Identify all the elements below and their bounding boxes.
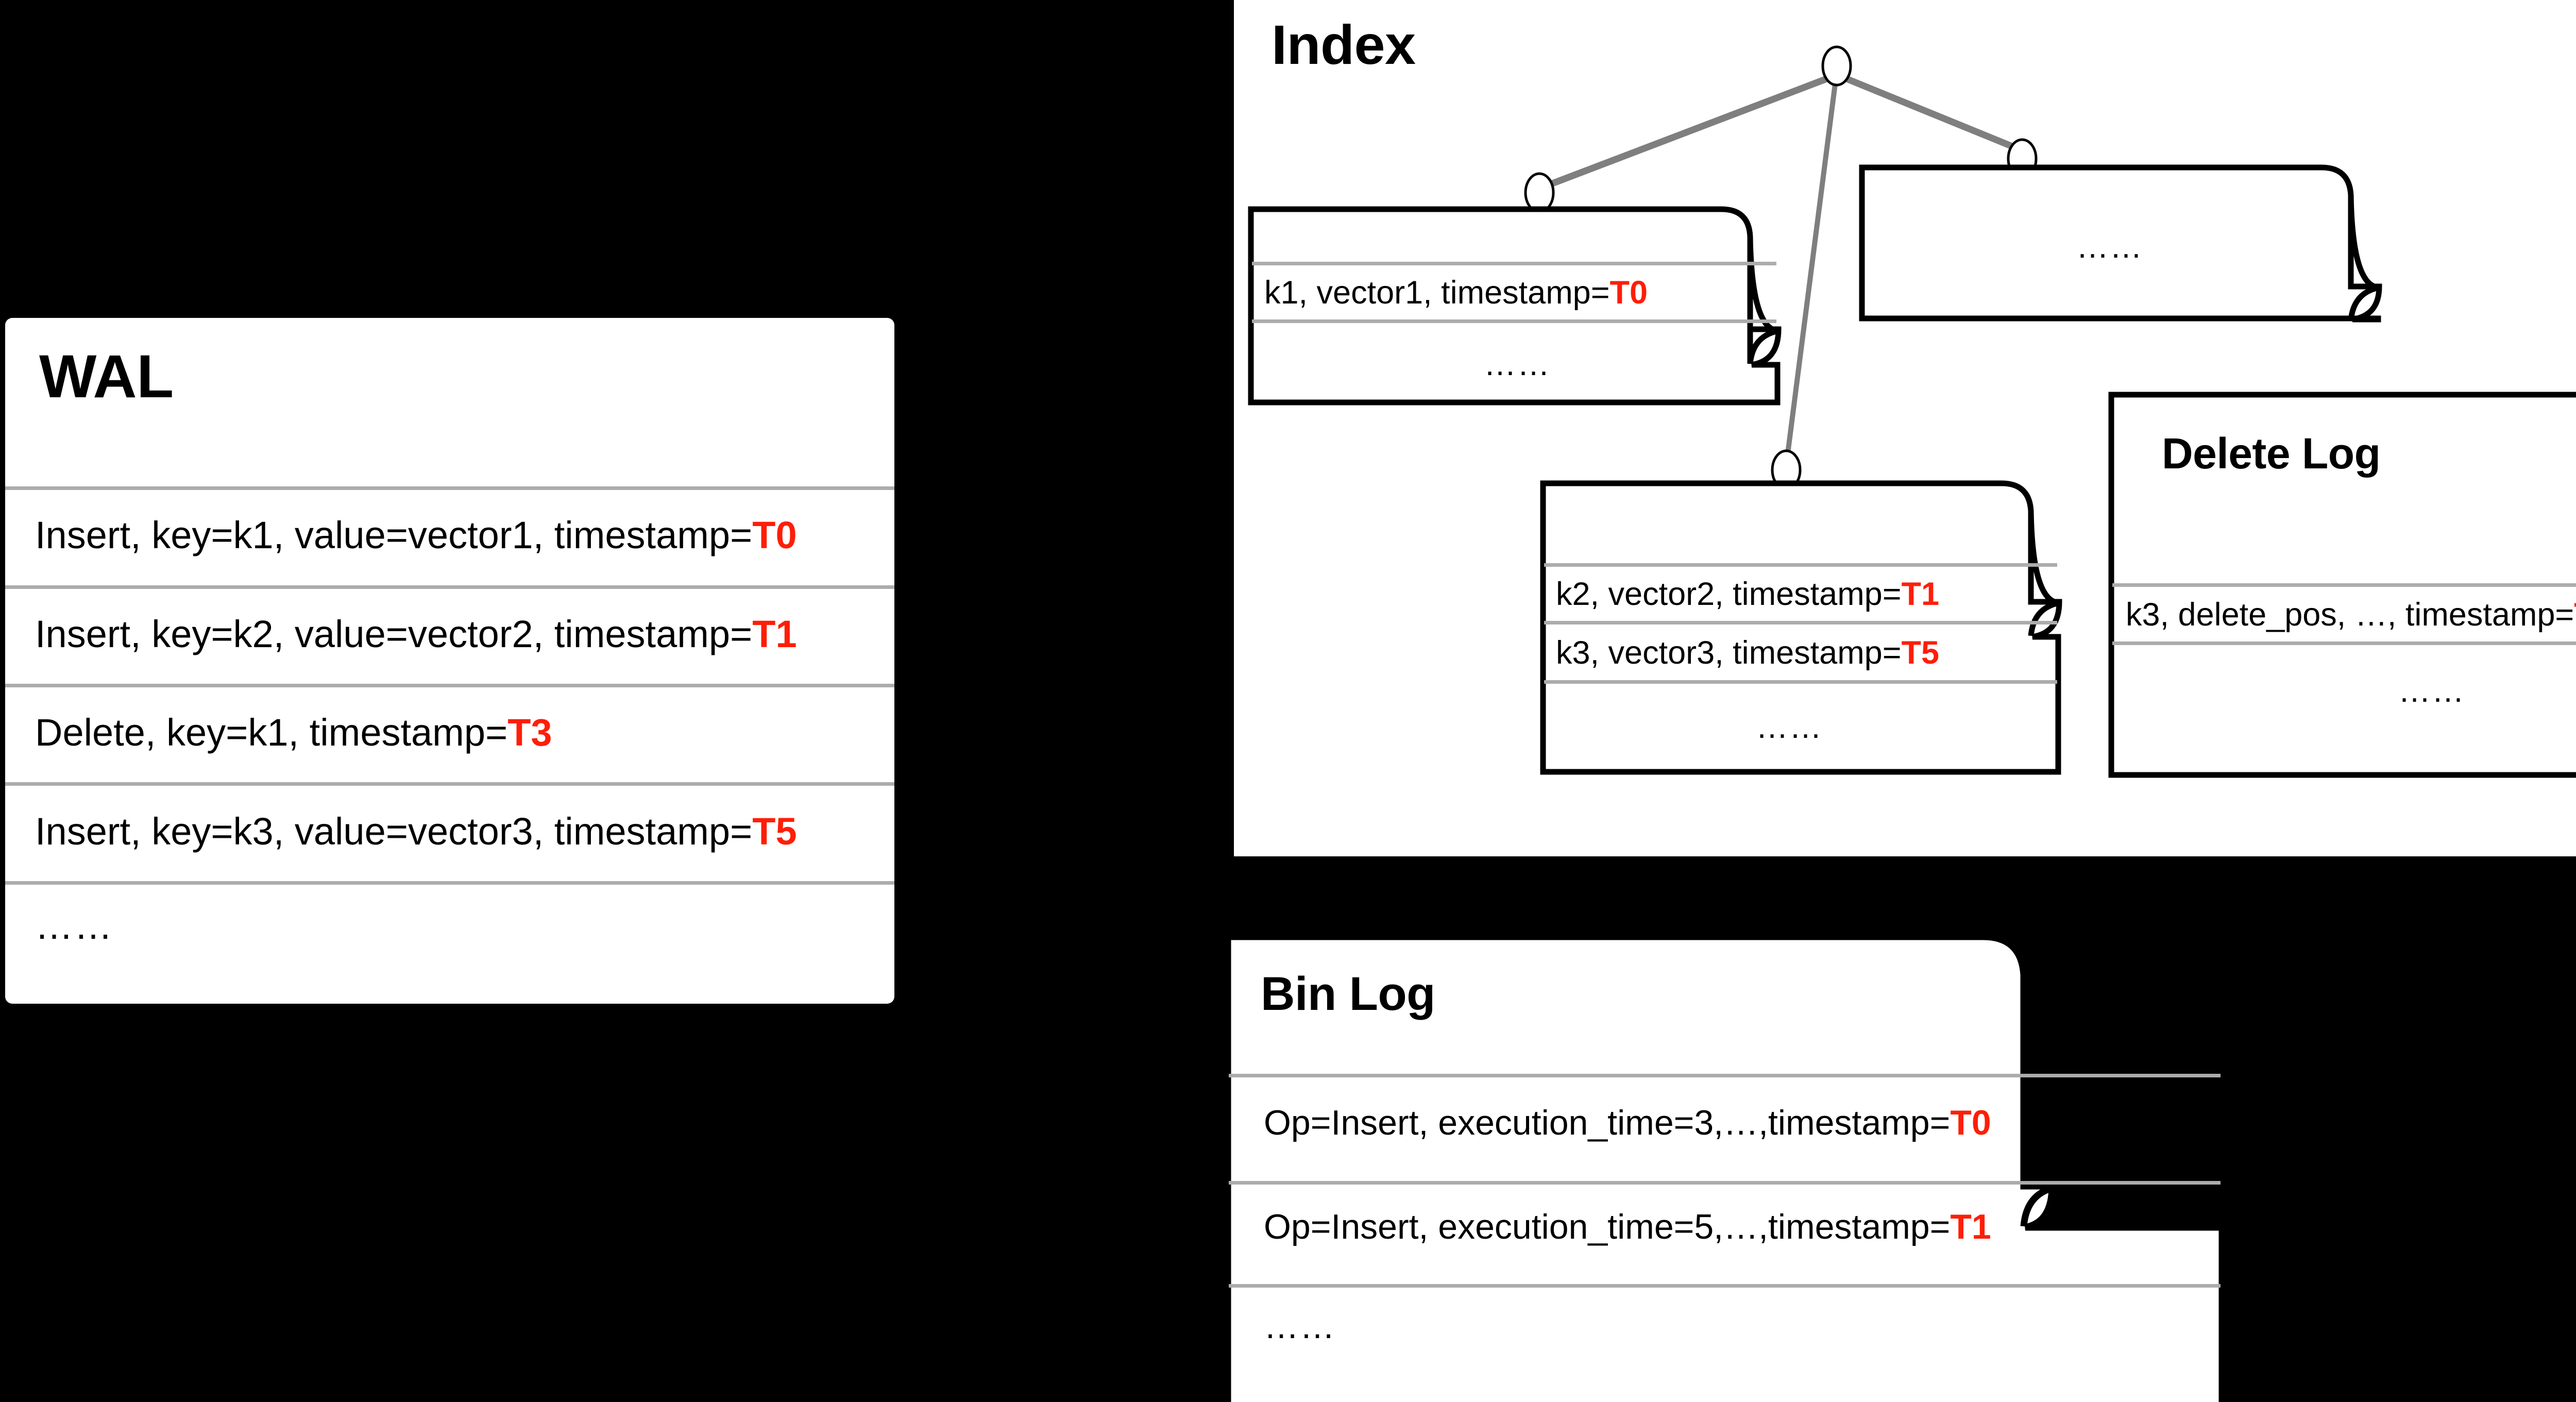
wal-row-text: Insert, key=k1, value=vector1, timestamp… bbox=[35, 514, 753, 556]
leaf-k2k3-row: k3, vector3, timestamp=T5 bbox=[1556, 637, 1939, 669]
wal-row-timestamp: T1 bbox=[752, 613, 797, 655]
wal-row-timestamp: T5 bbox=[752, 810, 797, 853]
bin-log-title: Bin Log bbox=[1261, 968, 1435, 1020]
delete-log-title: Delete Log bbox=[2162, 429, 2381, 478]
leaf-k2k3-divider-2 bbox=[1544, 621, 2057, 624]
leaf-k2k3-row: k2, vector2, timestamp=T1 bbox=[1556, 578, 1939, 611]
leaf-k1-ellipsis: …… bbox=[1484, 346, 1551, 382]
wal-divider-2 bbox=[5, 585, 894, 589]
bin-log-divider-1 bbox=[1229, 1074, 2221, 1077]
delete-log-row-timestamp: T3 bbox=[2574, 597, 2576, 633]
leaf-k1-divider-2 bbox=[1252, 319, 1776, 323]
bin-log-row: Op=Insert, execution_time=3,…,timestamp=… bbox=[1264, 1105, 1991, 1140]
bin-log-row-timestamp: T1 bbox=[1950, 1207, 1991, 1246]
delete-log-divider-1 bbox=[2112, 583, 2576, 587]
index-title: Index bbox=[1272, 13, 1416, 76]
leaf-k1-row: k1, vector1, timestamp=T0 bbox=[1264, 277, 1648, 309]
document-fold-sweep bbox=[2052, 1185, 2224, 1230]
delete-log-row: k3, delete_pos, …, timestamp=T3 bbox=[2126, 599, 2576, 631]
leaf-right-ellipsis: …… bbox=[2076, 229, 2143, 265]
wal-row-text: Insert, key=k3, value=vector3, timestamp… bbox=[35, 810, 753, 853]
wal-row: Insert, key=k1, value=vector1, timestamp… bbox=[35, 516, 797, 554]
wal-row-timestamp: T0 bbox=[752, 514, 797, 556]
delete-log-ellipsis: …… bbox=[2398, 673, 2465, 709]
leaf-k2k3-row-timestamp: T1 bbox=[1901, 576, 1940, 612]
wal-divider-5 bbox=[5, 881, 894, 885]
wal-row-text: Insert, key=k2, value=vector2, timestamp… bbox=[35, 613, 753, 655]
delete-log-divider-2 bbox=[2112, 641, 2576, 645]
wal-row: Insert, key=k2, value=vector2, timestamp… bbox=[35, 615, 797, 653]
delete-log-row-text: k3, delete_pos, …, timestamp= bbox=[2126, 597, 2574, 633]
bin-log-divider-2 bbox=[1229, 1181, 2221, 1185]
leaf-k2k3-row-text: k3, vector3, timestamp= bbox=[1556, 635, 1902, 671]
wal-row: Insert, key=k3, value=vector3, timestamp… bbox=[35, 813, 797, 851]
leaf-k1-row-timestamp: T0 bbox=[1609, 275, 1648, 311]
wal-row-text: Delete, key=k1, timestamp= bbox=[35, 711, 508, 754]
wal-row: Delete, key=k1, timestamp=T3 bbox=[35, 714, 552, 752]
leaf-k2k3-divider-1 bbox=[1544, 563, 2057, 567]
wal-panel bbox=[5, 318, 894, 1004]
bin-log-ellipsis: …… bbox=[1264, 1307, 1336, 1346]
wal-divider-3 bbox=[5, 684, 894, 687]
wal-title: WAL bbox=[39, 343, 174, 411]
leaf-k2k3-row-text: k2, vector2, timestamp= bbox=[1556, 576, 1902, 612]
document-fold-corner bbox=[2020, 974, 2053, 1227]
leaf-k2k3-ellipsis: …… bbox=[1756, 709, 1823, 745]
wal-row-timestamp: T3 bbox=[507, 711, 552, 754]
leaf-k1-row-text: k1, vector1, timestamp= bbox=[1264, 275, 1610, 311]
bin-log-divider-3 bbox=[1229, 1284, 2221, 1288]
bin-log-row-text: Op=Insert, execution_time=3,…,timestamp= bbox=[1264, 1103, 1951, 1142]
leaf-k2k3-divider-3 bbox=[1544, 680, 2057, 684]
leaf-k2k3-row-timestamp: T5 bbox=[1901, 635, 1940, 671]
bin-log-row-timestamp: T0 bbox=[1950, 1103, 1991, 1142]
leaf-k1-divider-1 bbox=[1252, 262, 1776, 265]
bin-log-row: Op=Insert, execution_time=5,…,timestamp=… bbox=[1264, 1209, 1991, 1244]
wal-divider-4 bbox=[5, 782, 894, 786]
wal-divider-1 bbox=[5, 486, 894, 490]
index-panel bbox=[1234, 0, 2576, 856]
bin-log-row-text: Op=Insert, execution_time=5,…,timestamp= bbox=[1264, 1207, 1951, 1246]
wal-ellipsis: …… bbox=[35, 904, 113, 947]
